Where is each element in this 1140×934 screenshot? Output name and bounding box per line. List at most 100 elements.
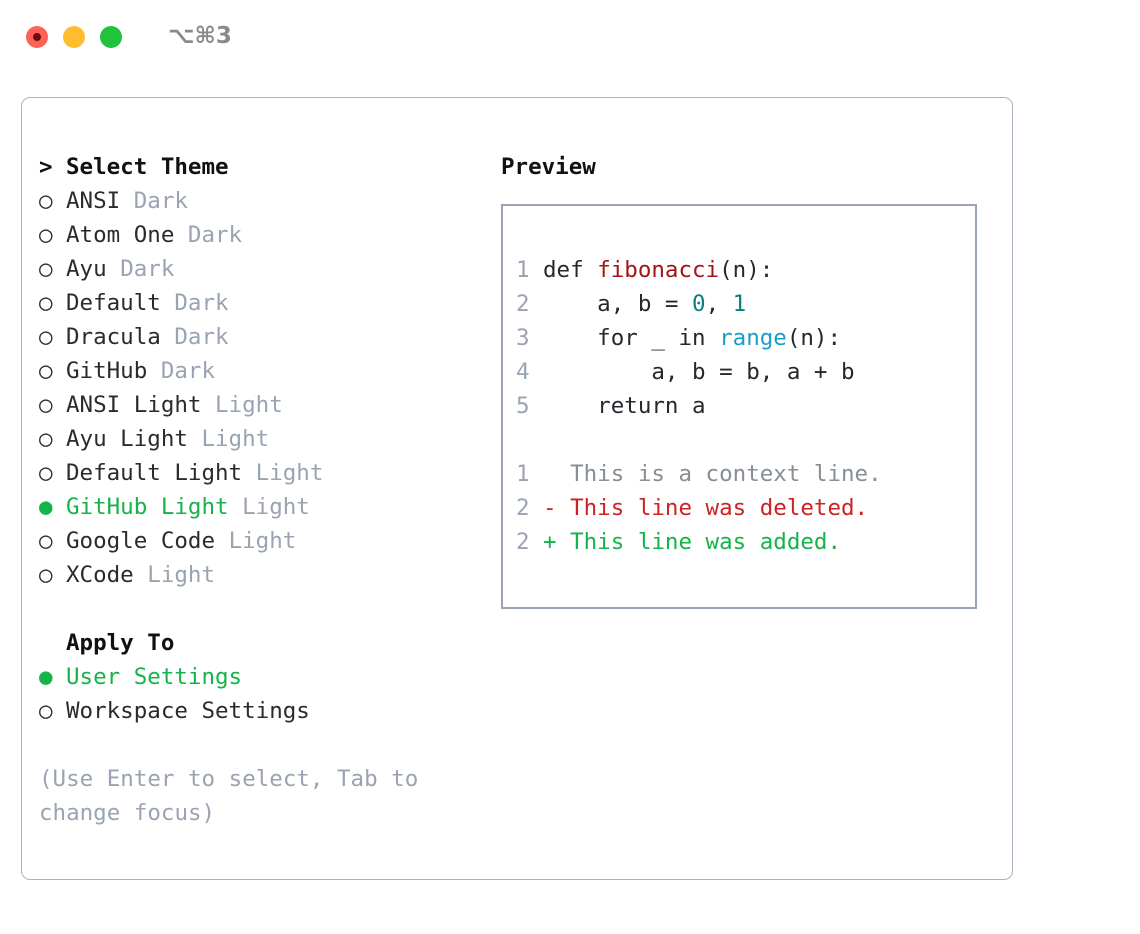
theme-option-type: Dark — [120, 256, 175, 282]
title-bar: ⌥⌘3 — [0, 0, 1140, 76]
panel-columns: >Select Theme ○ANSI Dark○Atom One Dark○A… — [22, 98, 1012, 879]
diff-line-deleted: 2 - This line was deleted. — [516, 491, 969, 525]
theme-option-label: Default — [66, 290, 161, 316]
theme-option-type: Light — [201, 426, 270, 452]
zoom-button[interactable] — [100, 26, 122, 48]
label-separator — [134, 562, 148, 588]
theme-option-default[interactable]: ○ Default Dark — [39, 286, 489, 320]
apply-to-option-label: User Settings — [66, 664, 243, 690]
theme-option-default-light[interactable]: ○ Default Light Light — [39, 456, 489, 490]
select-theme-header-label: Select Theme — [66, 154, 229, 180]
radio-unselected-icon: ○ — [39, 188, 53, 214]
theme-option-label: GitHub Light — [66, 494, 229, 520]
diff-line-text: + This line was added. — [543, 529, 842, 555]
theme-option-github[interactable]: ○GitHub Dark — [39, 354, 489, 388]
theme-option-type: Light — [215, 392, 283, 418]
line-number: 1 — [516, 461, 530, 487]
keyboard-hint: (Use Enter to select, Tab to change focu… — [39, 766, 432, 826]
label-separator — [174, 222, 188, 248]
code-token-plain: def — [543, 257, 598, 283]
theme-option-dracula[interactable]: ○ Dracula Dark — [39, 320, 489, 354]
theme-option-type: Light — [242, 494, 310, 520]
close-button[interactable] — [26, 26, 48, 48]
line-number: 1 — [516, 257, 530, 283]
theme-option-ansi[interactable]: ○ANSI Dark — [39, 184, 489, 218]
apply-to-option-label: Workspace Settings — [66, 698, 310, 724]
theme-option-label: Default Light — [66, 460, 243, 486]
radio-selected-icon: ● — [39, 494, 53, 520]
diff-line-text: - This line was deleted. — [543, 495, 869, 521]
theme-option-type: Dark — [187, 222, 243, 248]
code-token-fn: fibonacci — [597, 257, 720, 283]
radio-unselected-icon: ○ — [39, 528, 53, 554]
radio-unselected-icon: ○ — [39, 324, 53, 350]
label-separator — [147, 358, 161, 384]
radio-unselected-icon: ○ — [39, 426, 53, 452]
theme-option-atom-one[interactable]: ○ Atom One Dark — [39, 218, 489, 252]
theme-option-label: Ayu Light — [66, 426, 188, 452]
apply-to-header: Apply To — [39, 626, 489, 660]
theme-option-label: Ayu — [66, 256, 107, 282]
theme-option-github-light[interactable]: ● GitHub Light Light — [39, 490, 489, 524]
apply-to-option-user-settings[interactable]: ● User Settings — [39, 660, 489, 694]
theme-option-ayu-light[interactable]: ○ Ayu Light Light — [39, 422, 489, 456]
window-controls — [26, 26, 122, 48]
radio-unselected-icon: ○ — [39, 358, 53, 384]
radio-unselected-icon: ○ — [39, 460, 53, 486]
line-number: 4 — [516, 359, 530, 385]
diff-line-added: 2 + This line was added. — [516, 525, 969, 559]
theme-option-ansi-light[interactable]: ○ANSI Light Light — [39, 388, 489, 422]
theme-option-type: Dark — [174, 290, 229, 316]
code-line: 4 a, b = b, a + b — [516, 355, 969, 389]
theme-option-type: Dark — [133, 188, 188, 214]
section-spacer — [39, 592, 489, 626]
focus-caret-icon: > — [39, 154, 53, 180]
theme-option-label: Google Code — [66, 528, 216, 554]
label-separator — [120, 188, 134, 214]
radio-selected-icon: ● — [39, 664, 53, 690]
keyboard-shortcut-label: ⌥⌘3 — [168, 23, 232, 49]
apply-to-option-workspace-settings[interactable]: ○ Workspace Settings — [39, 694, 489, 728]
theme-option-label: XCode — [66, 562, 134, 588]
radio-unselected-icon: ○ — [39, 290, 53, 316]
minimize-button[interactable] — [63, 26, 85, 48]
theme-list: ○ANSI Dark○Atom One Dark○Ayu Dark○Defaul… — [39, 184, 489, 592]
line-number: 2 — [516, 495, 530, 521]
code-token-plain: for _ in — [543, 325, 720, 351]
diff-line-text: This is a context line. — [543, 461, 882, 487]
label-separator — [188, 426, 202, 452]
radio-unselected-icon: ○ — [39, 222, 53, 248]
apply-to-list: ● User Settings ○ Workspace Settings — [39, 660, 489, 728]
code-line: 2 a, b = 0, 1 — [516, 287, 969, 321]
theme-option-type: Dark — [174, 324, 229, 350]
radio-unselected-icon: ○ — [39, 698, 53, 724]
label-separator — [201, 392, 215, 418]
theme-option-xcode[interactable]: ○XCode Light — [39, 558, 489, 592]
theme-option-label: ANSI Light — [66, 392, 202, 418]
theme-option-type: Light — [255, 460, 324, 486]
label-separator — [161, 290, 175, 316]
line-number: 2 — [516, 291, 530, 317]
theme-option-ayu[interactable]: ○Ayu Dark — [39, 252, 489, 286]
diff-sample: 1 This is a context line. 2 - This line wa… — [516, 457, 969, 559]
theme-option-type: Dark — [160, 358, 216, 384]
code-token-plain: return a — [543, 393, 706, 419]
code-token-plain: (n): — [719, 257, 774, 283]
line-number: 2 — [516, 529, 530, 555]
label-separator — [215, 528, 229, 554]
code-line: 3 for _ in range(n): — [516, 321, 969, 355]
theme-option-label: Atom One — [66, 222, 175, 248]
label-separator — [161, 324, 175, 350]
code-line: 1 def fibonacci(n): — [516, 253, 969, 287]
code-line: 5 return a — [516, 389, 969, 423]
diff-line-context: 1 This is a context line. — [516, 457, 969, 491]
apply-to-header-label: Apply To — [66, 630, 175, 656]
theme-option-type: Light — [228, 528, 297, 554]
theme-option-label: Dracula — [66, 324, 161, 350]
theme-option-google-code[interactable]: ○ Google Code Light — [39, 524, 489, 558]
line-number: 3 — [516, 325, 530, 351]
